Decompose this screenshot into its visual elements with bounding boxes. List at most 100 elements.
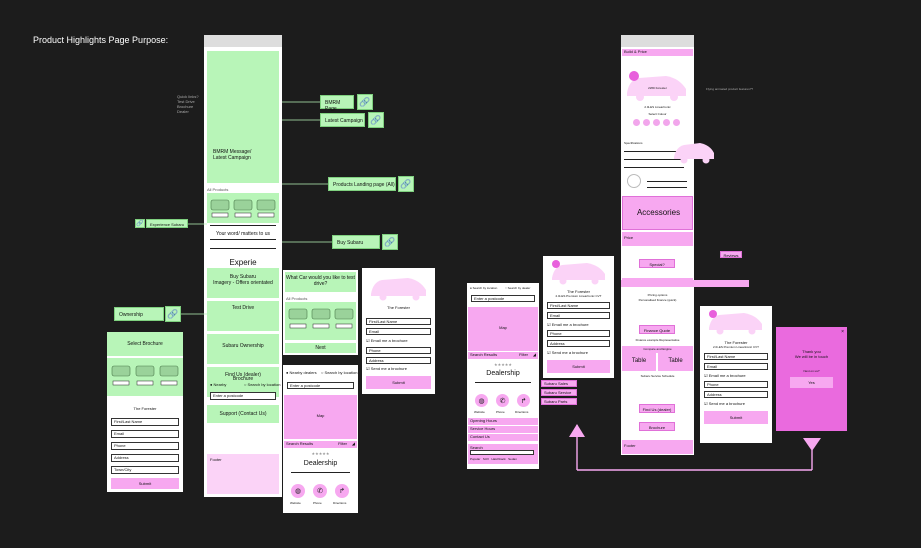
phone-field[interactable]: Phone: [111, 442, 179, 450]
special-button[interactable]: Special?: [639, 259, 675, 268]
town-field[interactable]: Town/City: [111, 466, 179, 474]
link-icon[interactable]: 🔗: [398, 176, 414, 192]
directions-icon[interactable]: ↱: [517, 394, 530, 407]
brochure-checkbox[interactable]: ☑ Email me a brochure: [547, 322, 589, 327]
submit-button[interactable]: Submit: [111, 478, 179, 489]
accessories-block[interactable]: Accessories: [622, 196, 693, 230]
name-field[interactable]: First/Last Name: [111, 418, 179, 426]
phone-field[interactable]: Phone: [366, 347, 431, 354]
address-field[interactable]: Address: [366, 357, 431, 364]
compare-bar[interactable]: Compare and Engine: [622, 346, 693, 353]
brochure-checkbox[interactable]: ☑ Email me a brochure: [704, 373, 746, 378]
dealer-label: Dealership: [303, 460, 338, 467]
link-icon[interactable]: 🔗: [135, 219, 145, 228]
filter-label[interactable]: Filter: [338, 441, 347, 446]
reviews-label[interactable]: Reviews: [720, 251, 742, 258]
service-hours-row[interactable]: Service Hours: [468, 426, 538, 433]
find-dealer-button[interactable]: Find Us (dealer): [639, 404, 675, 413]
finance-quote-button[interactable]: Finance Quote: [639, 325, 675, 334]
forester-model: The Forester: [567, 289, 590, 294]
address-field[interactable]: Address: [704, 391, 768, 398]
support-block[interactable]: Support (Contact Us): [207, 405, 279, 423]
ownership-link[interactable]: Ownership: [114, 307, 164, 321]
name-field[interactable]: First/Last Name: [704, 353, 768, 360]
address-field[interactable]: Address: [547, 340, 610, 347]
bmrm-page-link[interactable]: BMRM Page: [320, 95, 354, 112]
radio-nearby[interactable]: ● Nearby dealers: [286, 370, 317, 375]
phone-field[interactable]: Phone: [547, 330, 610, 337]
tabs-label[interactable]: All Products: [286, 296, 308, 301]
globe-icon[interactable]: ◍: [291, 484, 305, 498]
radio-location[interactable]: ○ Search by location: [244, 382, 280, 387]
send-checkbox[interactable]: ☑ Send me a brochure: [366, 366, 407, 371]
filter-icon[interactable]: ◢: [532, 352, 536, 357]
colour-swatch[interactable]: [653, 119, 660, 126]
phone-field[interactable]: Phone: [704, 381, 768, 388]
popular-tabs[interactable]: Popular SUV Hatchback Sedan: [470, 457, 517, 461]
dealer-panel-b: ● Search by location ○ Search by dealer …: [467, 283, 539, 469]
radio-dealer[interactable]: ○ Search by dealer: [505, 286, 530, 291]
buy-subaru-link[interactable]: Buy Subaru: [332, 235, 380, 249]
postcode-input[interactable]: Enter a postcode: [210, 392, 276, 400]
filter-label[interactable]: Filter: [519, 352, 528, 357]
map-area[interactable]: Map: [468, 307, 538, 351]
yes-button[interactable]: Yes: [790, 377, 833, 388]
colour-swatch[interactable]: [673, 119, 680, 126]
latest-campaign-link[interactable]: Latest Campaign: [320, 113, 365, 127]
testdrive-panel: What Car would you like to test drive? A…: [283, 270, 358, 355]
wireframe-main: BMRM Message/ Latest Campaign All Produc…: [204, 35, 282, 497]
brochure-checkbox[interactable]: ☑ Email me a brochure: [366, 338, 408, 343]
email-field[interactable]: Email: [547, 312, 610, 319]
products-landing-link[interactable]: Products Landing page (All): [328, 177, 396, 191]
map-area[interactable]: Map: [284, 395, 357, 439]
brochure-button[interactable]: Brochure: [639, 422, 675, 431]
submit-button[interactable]: Submit: [704, 411, 768, 424]
subaru-parts-label[interactable]: Subaru Parts: [541, 398, 577, 405]
email-field[interactable]: Email: [366, 328, 431, 335]
build-price-bar[interactable]: Build & Price: [622, 49, 693, 56]
link-icon[interactable]: 🔗: [357, 94, 373, 110]
globe-icon[interactable]: ◍: [475, 394, 488, 407]
close-icon[interactable]: ×: [841, 329, 844, 335]
radio-location[interactable]: ○ Search by location: [321, 370, 357, 375]
tabs-label[interactable]: All Products: [207, 187, 229, 192]
radio-icon: ●: [470, 286, 473, 290]
ownership-block[interactable]: Subaru Ownership: [207, 334, 279, 364]
buy-block[interactable]: Buy Subaru Imagery - Offers orientated: [207, 268, 279, 298]
contact-us-row[interactable]: Contact Us: [468, 434, 538, 441]
link-icon[interactable]: 🔗: [368, 112, 384, 128]
radio-location[interactable]: ● Search by location: [470, 286, 497, 291]
email-field[interactable]: Email: [704, 363, 768, 370]
submit-button[interactable]: Submit: [547, 360, 610, 373]
phone-icon[interactable]: ✆: [313, 484, 327, 498]
phone-icon[interactable]: ✆: [496, 394, 509, 407]
submit-button[interactable]: Submit: [366, 376, 431, 389]
search-input[interactable]: [470, 450, 534, 455]
test-drive-text: Test Drive: [231, 305, 255, 311]
test-drive-block[interactable]: Test Drive: [207, 301, 279, 331]
address-field[interactable]: Address: [111, 454, 179, 462]
directions-icon[interactable]: ↱: [335, 484, 349, 498]
link-icon[interactable]: 🔗: [165, 306, 181, 322]
postcode-input[interactable]: Enter a postcode: [287, 382, 354, 389]
radio-nearby[interactable]: ● Nearby: [210, 382, 226, 387]
colour-swatch[interactable]: [643, 119, 650, 126]
radio-icon: ○: [505, 286, 508, 290]
radio-nearby-label: Nearby: [213, 382, 227, 387]
experience-subaru-link[interactable]: Experience Subaru: [146, 219, 188, 228]
colour-swatch[interactable]: [663, 119, 670, 126]
radio-icon: ○: [321, 370, 325, 375]
subaru-sales-label[interactable]: Subaru Sales: [541, 380, 577, 387]
link-icon[interactable]: 🔗: [382, 234, 398, 250]
send-checkbox[interactable]: ☑ Send me a brochure: [704, 401, 745, 406]
name-field[interactable]: First/Last Name: [366, 318, 431, 325]
subaru-service-label[interactable]: Subaru Service: [541, 389, 577, 396]
colour-swatch[interactable]: [633, 119, 640, 126]
email-field[interactable]: Email: [111, 430, 179, 438]
next-button[interactable]: Next: [285, 343, 356, 353]
postcode-input[interactable]: Enter a postcode: [471, 295, 535, 302]
filter-icon[interactable]: ◢: [351, 441, 355, 446]
name-field[interactable]: First/Last Name: [547, 302, 610, 309]
send-checkbox[interactable]: ☑ Send me a brochure: [547, 350, 588, 355]
opening-hours-row[interactable]: Opening Hours: [468, 418, 538, 425]
